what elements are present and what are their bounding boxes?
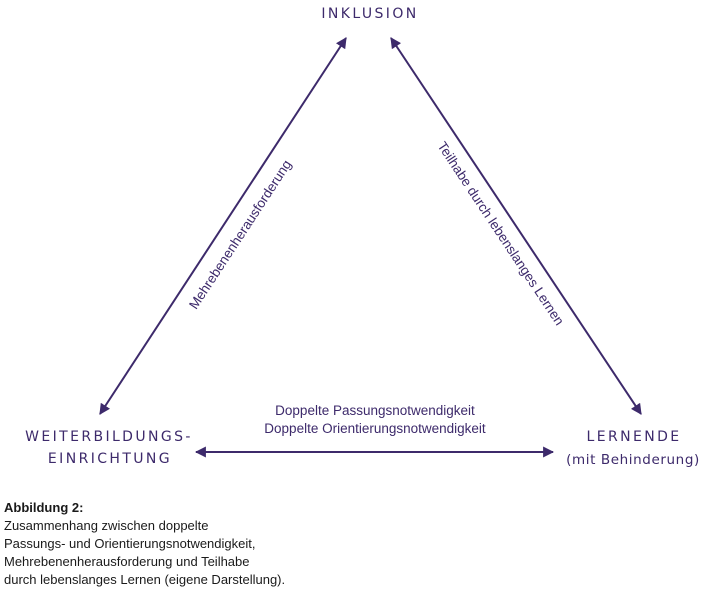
node-inklusion: INKLUSION bbox=[321, 6, 418, 22]
arrow-right-edge bbox=[390, 37, 642, 415]
edge-label-teilhabe: Teilhabe durch lebenslanges Lernen bbox=[434, 139, 567, 328]
caption-line: Zusammenhang zwischen doppelte bbox=[4, 518, 209, 533]
caption-line: durch lebenslanges Lernen (eigene Darste… bbox=[4, 572, 286, 587]
node-weiterbildung-line1: WEITERBILDUNGS- bbox=[25, 429, 193, 445]
caption-title: Abbildung 2: bbox=[4, 500, 84, 515]
caption-line: Mehrebenenherausforderung und Teilhabe bbox=[4, 554, 250, 569]
node-lernende-line1: LERNENDE bbox=[587, 429, 682, 445]
caption-line: Passungs- und Orientierungsnotwendigkeit… bbox=[4, 536, 256, 551]
node-lernende-line2: (mit Behinderung) bbox=[566, 452, 700, 468]
edge-label-orientierung: Doppelte Orientierungsnotwendigkeit bbox=[264, 421, 486, 436]
node-weiterbildung-line2: EINRICHTUNG bbox=[48, 451, 172, 467]
edge-label-passung: Doppelte Passungsnotwendigkeit bbox=[275, 403, 475, 418]
edge-label-mehrebenen: Mehrebenenherausforderung bbox=[186, 157, 294, 312]
arrow-left-edge bbox=[99, 37, 347, 415]
figure-caption: Abbildung 2: Zusammenhang zwischen doppe… bbox=[4, 499, 424, 589]
